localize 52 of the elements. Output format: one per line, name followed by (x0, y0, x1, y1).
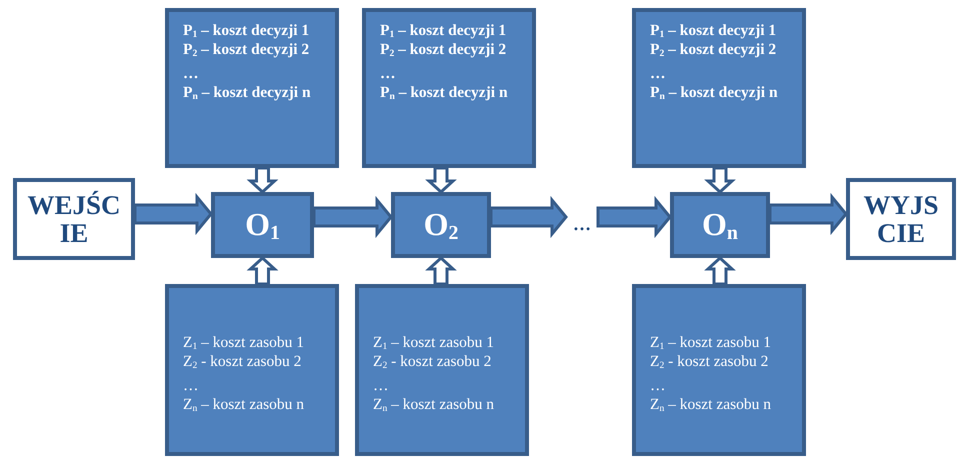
resource-cost-box (355, 284, 529, 456)
text-line: P$_{1}$ – koszt decyzji 1 (183, 22, 310, 41)
text-line: Z$_{1}$ – koszt zasobu 1 (650, 334, 772, 353)
resource-cost-box (632, 284, 806, 456)
text-line: P$_{2}$ – koszt decyzji 2 (183, 40, 310, 60)
text-line: … (573, 214, 591, 234)
text-line: … (380, 65, 396, 84)
block-arrow (425, 256, 457, 286)
text-line: … (373, 377, 390, 396)
operation-box (211, 192, 314, 258)
block-arrow (134, 192, 213, 236)
block-arrow (704, 166, 736, 194)
text-line: … (183, 65, 200, 84)
block-arrow (768, 192, 848, 236)
text-line: Z$_{n}$ – koszt zasobu n (650, 396, 772, 414)
text-line: O$_{1}$ (245, 206, 280, 244)
text-line: Z$_{2}$ - koszt zasobu 2 (650, 352, 770, 372)
operation-box (670, 192, 770, 258)
text-line: Z$_{1}$ – koszt zasobu 1 (373, 334, 496, 353)
text-line: P$_{2}$ – koszt decyzji 2 (650, 40, 778, 60)
text-line: O$_{n}$ (702, 206, 738, 244)
text-line: Z$_{1}$ – koszt zasobu 1 (183, 334, 306, 353)
text-line: WYJS CIE (864, 190, 939, 248)
text-line: Z$_{2}$ - koszt zasobu 2 (183, 352, 302, 372)
decision-cost-box (362, 8, 536, 168)
decision-cost-box (632, 8, 806, 168)
text-line: … (183, 377, 200, 396)
block-arrow (312, 196, 393, 238)
text-line: P$_{1}$ – koszt decyzji 1 (650, 22, 778, 41)
text-line: WEJŚC IE (27, 190, 121, 248)
text-line: P$_{n}$ – koszt decyzji n (650, 84, 779, 102)
block-arrow (596, 196, 672, 238)
decision-cost-box (165, 8, 339, 168)
block-arrow (246, 166, 278, 194)
text-line: O$_{2}$ (424, 206, 458, 244)
text-line: P$_{n}$ – koszt decyzji n (183, 84, 312, 102)
text-line: Z$_{n}$ – koszt zasobu n (373, 396, 496, 414)
input-box (13, 178, 135, 260)
text-line: P$_{2}$ – koszt decyzji 2 (380, 40, 508, 60)
text-line: Z$_{n}$ – koszt zasobu n (183, 396, 306, 414)
text-line: P$_{n}$ – koszt decyzji n (380, 84, 509, 102)
text-line: … (650, 377, 666, 396)
text-line: Z$_{2}$ - koszt zasobu 2 (373, 352, 492, 372)
block-arrow (425, 166, 457, 194)
text-line: P$_{1}$ – koszt decyzji 1 (380, 22, 508, 41)
operation-box (391, 192, 491, 258)
block-arrow (490, 196, 568, 238)
output-box (846, 178, 956, 260)
block-arrow (704, 256, 736, 286)
text-line: … (650, 65, 666, 84)
block-arrow (246, 256, 278, 286)
resource-cost-box (165, 284, 339, 456)
